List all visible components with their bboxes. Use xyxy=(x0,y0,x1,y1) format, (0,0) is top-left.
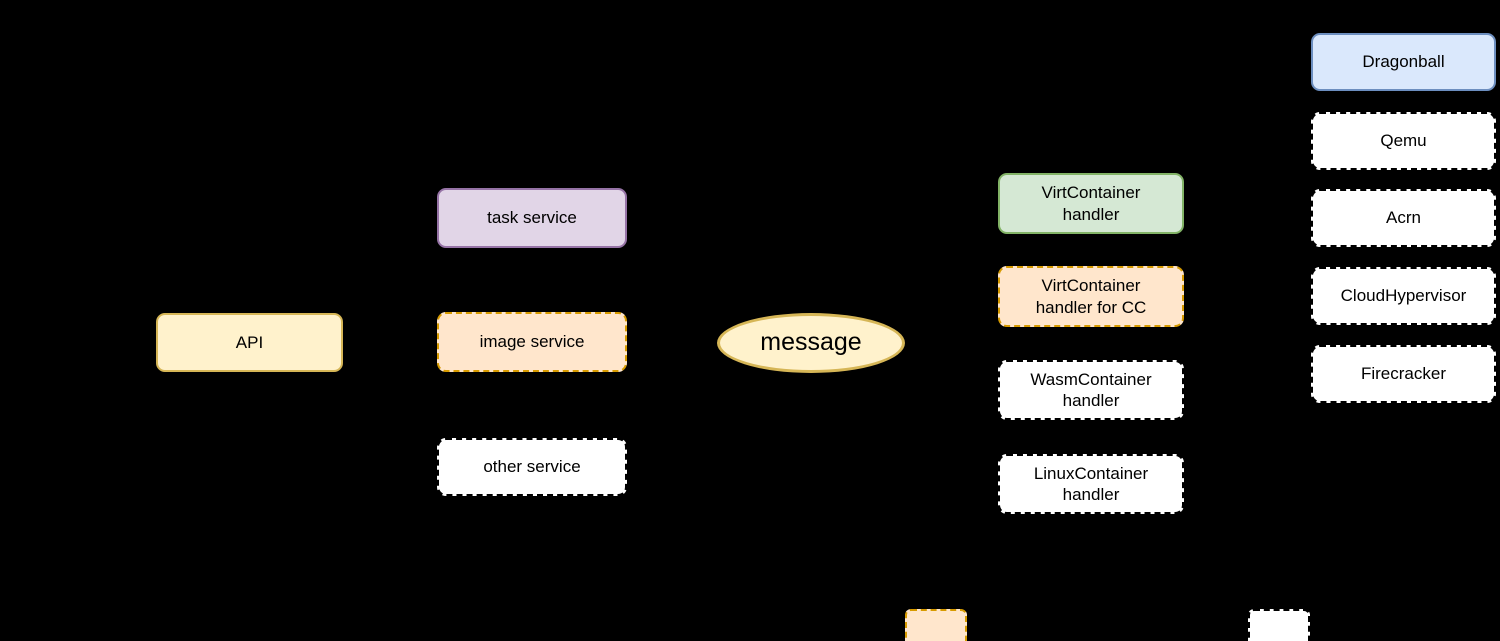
node-dragonball-label: Dragonball xyxy=(1362,52,1445,72)
node-firecracker: Firecracker xyxy=(1311,345,1496,403)
node-image-service-label: image service xyxy=(479,332,585,352)
node-task-service-label: task service xyxy=(487,208,577,228)
node-api-label: API xyxy=(235,332,264,352)
node-virtcontainer-handler-for-cc-label: VirtContainer handler for CC xyxy=(1035,276,1147,317)
node-other-service-label: other service xyxy=(483,457,581,477)
legend-swatch-orange xyxy=(905,609,967,641)
node-virtcontainer-handler-for-cc: VirtContainer handler for CC xyxy=(998,266,1184,327)
node-virtcontainer-handler-label: VirtContainer handler xyxy=(1041,183,1141,224)
node-virtcontainer-handler: VirtContainer handler xyxy=(998,173,1184,234)
node-firecracker-label: Firecracker xyxy=(1360,364,1446,384)
node-message: message xyxy=(717,313,905,373)
node-wasmcontainer-handler-label: WasmContainer handler xyxy=(1030,369,1152,410)
node-task-service: task service xyxy=(437,188,627,248)
node-acrn: Acrn xyxy=(1311,189,1496,247)
node-dragonball: Dragonball xyxy=(1311,33,1496,91)
node-qemu-label: Qemu xyxy=(1380,131,1427,151)
node-cloudhypervisor: CloudHypervisor xyxy=(1311,267,1496,325)
node-qemu: Qemu xyxy=(1311,112,1496,170)
node-other-service: other service xyxy=(437,438,627,496)
node-wasmcontainer-handler: WasmContainer handler xyxy=(998,360,1184,420)
legend-swatch-white xyxy=(1248,609,1310,641)
node-cloudhypervisor-label: CloudHypervisor xyxy=(1340,286,1467,306)
node-linuxcontainer-handler-label: LinuxContainer handler xyxy=(1033,463,1149,504)
node-linuxcontainer-handler: LinuxContainer handler xyxy=(998,454,1184,514)
node-api: API xyxy=(156,313,343,372)
node-image-service: image service xyxy=(437,312,627,372)
node-message-label: message xyxy=(760,328,862,357)
node-acrn-label: Acrn xyxy=(1386,208,1421,228)
